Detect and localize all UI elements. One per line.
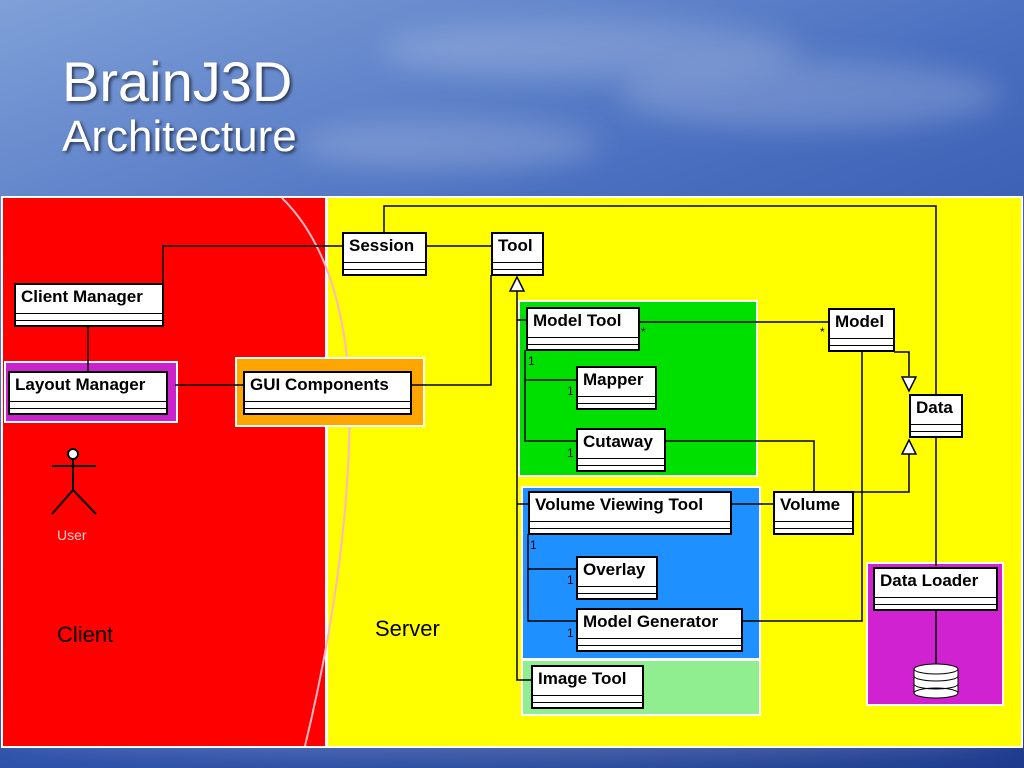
mapper-one-mult: 1 — [567, 384, 574, 398]
volume-viewing-tool-class[interactable]: Volume Viewing Tool — [528, 491, 732, 535]
client-region — [3, 198, 325, 746]
tool-inheritance-line — [516, 291, 531, 681]
model-tool-one-mult: 1 — [528, 354, 535, 368]
model-tool-cutaway-link — [524, 380, 576, 442]
image-tool-class[interactable]: Image Tool — [531, 665, 644, 709]
volume-data-inherit — [853, 454, 910, 493]
client-region-label: Client — [57, 622, 114, 647]
model-tool-class[interactable]: Model Tool — [526, 307, 640, 351]
client-manager-class[interactable]: Client Manager — [14, 283, 164, 327]
server-region-label: Server — [375, 616, 440, 641]
generator-model-link — [743, 352, 863, 622]
model-tool-class-name: Model Tool — [533, 311, 622, 330]
gui-components-class[interactable]: GUI Components — [243, 371, 412, 415]
data-loader-class[interactable]: Data Loader — [873, 567, 998, 611]
layout-manager-class-name: Layout Manager — [15, 375, 146, 394]
slide-title-block: BrainJ3D Architecture — [62, 52, 297, 162]
client-manager-session-link — [162, 245, 342, 297]
mapper-class[interactable]: Mapper — [576, 366, 657, 410]
model-star-mult: * — [820, 325, 825, 339]
session-data-link — [383, 205, 937, 396]
user-actor-icon — [51, 448, 97, 515]
tool-class[interactable]: Tool — [491, 232, 544, 276]
volume-generalization-arrow — [900, 438, 918, 455]
mapper-class-name: Mapper — [583, 370, 644, 389]
model-generator-one-mult: 1 — [567, 626, 574, 640]
vvt-generator-link — [527, 569, 576, 622]
cutaway-class-name: Cutaway — [583, 432, 653, 451]
data-class[interactable]: Data — [909, 394, 963, 438]
tool-class-name: Tool — [498, 236, 533, 255]
image-tool-class-name: Image Tool — [538, 669, 627, 688]
session-class-name: Session — [349, 236, 415, 255]
cutaway-one-mult: 1 — [567, 446, 574, 460]
vvt-one-mult: 1 — [530, 538, 537, 552]
slide-title: BrainJ3D — [62, 50, 293, 113]
model-data-inherit — [894, 351, 910, 376]
model-class[interactable]: Model — [828, 308, 895, 352]
layout-manager-class[interactable]: Layout Manager — [8, 371, 168, 415]
cutaway-volume-link — [665, 440, 815, 492]
slide-subtitle: Architecture — [62, 112, 297, 161]
volume-class[interactable]: Volume — [773, 491, 854, 535]
database-icon — [913, 663, 959, 699]
volume-class-name: Volume — [780, 495, 841, 514]
gui-components-class-name: GUI Components — [250, 375, 389, 394]
model-class-name: Model — [835, 312, 885, 331]
model-generator-class[interactable]: Model Generator — [576, 608, 743, 652]
overlay-class-name: Overlay — [583, 560, 646, 579]
user-actor-label: User — [57, 527, 87, 543]
model-tool-star-mult: * — [641, 325, 646, 339]
data-class-name: Data — [916, 398, 953, 417]
volume-viewing-tool-class-name: Volume Viewing Tool — [535, 495, 704, 514]
overlay-one-mult: 1 — [567, 573, 574, 587]
client-manager-class-name: Client Manager — [21, 287, 143, 306]
model-generator-class-name: Model Generator — [583, 612, 719, 631]
tool-generalization-arrow — [508, 275, 526, 292]
gui-tool-link — [411, 275, 492, 386]
session-class[interactable]: Session — [342, 232, 427, 276]
data-loader-class-name: Data Loader — [880, 571, 979, 590]
overlay-class[interactable]: Overlay — [576, 556, 658, 600]
cutaway-class[interactable]: Cutaway — [576, 428, 666, 472]
model-generalization-arrow — [900, 376, 918, 393]
